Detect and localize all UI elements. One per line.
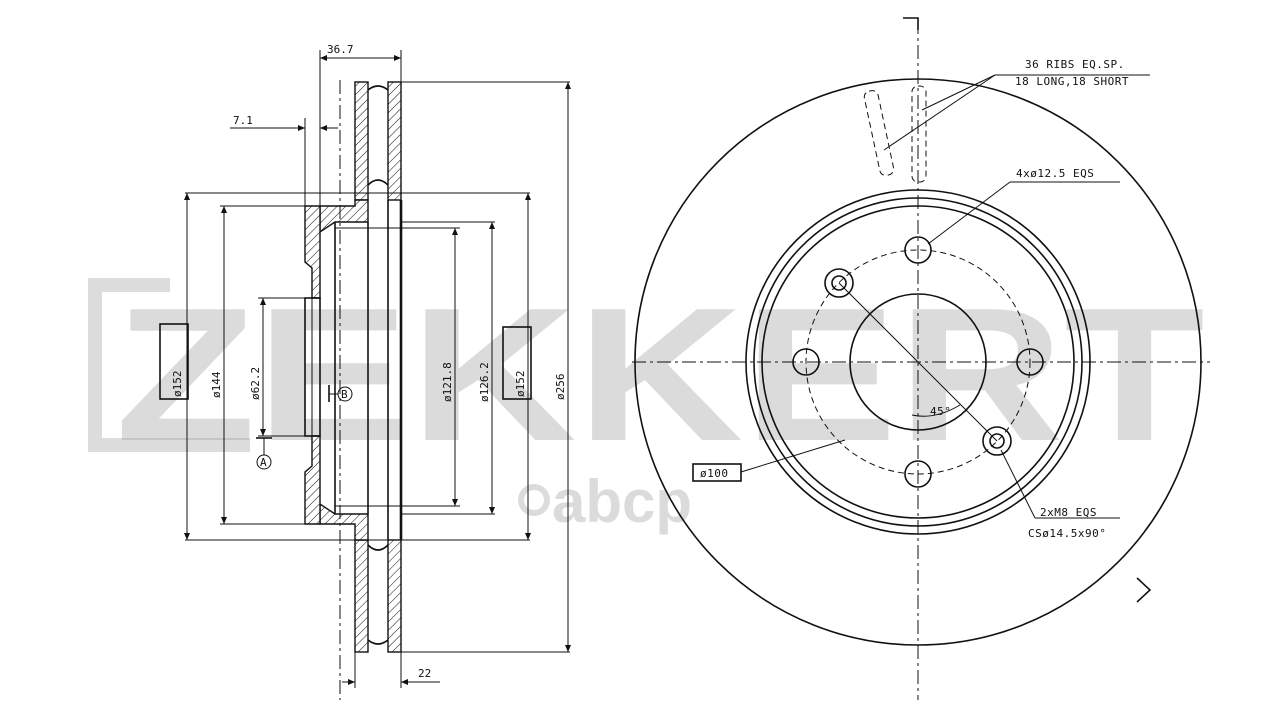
front-view: 45° 36 RIBS EQ.SP. 18 LONG,18 SHORT 4xø1… [632, 17, 1210, 700]
hat-inner-edge [761, 205, 1075, 519]
note-angle: 45° [930, 405, 951, 418]
section-vent-top [367, 85, 389, 186]
section-cut-marker-top [903, 17, 919, 30]
dim-d256: ø256 [554, 374, 567, 401]
section-vent-bottom [367, 544, 389, 645]
dim-d62-2: ø62.2 [249, 367, 262, 400]
watermark-site: abcp [552, 468, 692, 535]
angle-arc [911, 404, 961, 417]
dim-d126-2: ø126.2 [478, 362, 491, 402]
pcd-box [692, 463, 742, 482]
note-holes: 4xø12.5 EQS [1016, 167, 1094, 180]
watermark-brand: ZEKKERT [115, 269, 1205, 481]
leader-ribs-1 [921, 74, 996, 111]
watermark-site-mark [518, 484, 550, 516]
section-plate-outer-top [354, 81, 369, 201]
section-cut-marker-bottom [1136, 577, 1152, 603]
note-ribs-line2: 18 LONG,18 SHORT [1015, 75, 1129, 88]
leader-threads [1000, 449, 1036, 519]
dim-box-152-left [159, 323, 189, 400]
leader-holes [927, 181, 1011, 245]
dim-box-152-right [502, 326, 532, 400]
bolt-hole-left [792, 348, 820, 376]
section-view: 36.7 7.1 22 ø152 ø144 ø62.2 ø121.8 ø126.… [159, 43, 571, 700]
thread-hole-upper-left-outer [824, 268, 854, 298]
note-threads-line1: 2xM8 EQS [1040, 506, 1097, 519]
note-ribs-line1: 36 RIBS EQ.SP. [1025, 58, 1125, 71]
bolt-hole-right [1016, 348, 1044, 376]
dim-d144: ø144 [210, 371, 223, 398]
watermark: ZEKKERT abcp [88, 269, 1205, 535]
rib-short [863, 90, 895, 176]
dim-hat-offset: 7.1 [233, 114, 253, 127]
note-threads-line2: CSø14.5x90° [1028, 527, 1106, 540]
dim-d152-right: ø152 [514, 371, 527, 398]
rib-long [911, 85, 927, 183]
hat-outer-edge [753, 197, 1083, 527]
section-hat-bottom [319, 502, 369, 541]
angle-line-diagonal [838, 282, 998, 442]
disc-outer-edge [634, 78, 1202, 646]
datum-a-label: A [260, 456, 267, 469]
bolt-hole-top [904, 236, 932, 264]
dim-width-total: 36.7 [327, 43, 354, 56]
bolt-hole-bottom [904, 460, 932, 488]
section-hat-top [319, 199, 369, 234]
section-plate-outer-bottom [354, 539, 369, 653]
section-plate-inner-bottom [387, 539, 402, 653]
thread-hole-upper-left-inner [831, 275, 847, 291]
pcd-circle [805, 249, 1031, 475]
dim-d121-8: ø121.8 [441, 362, 454, 402]
thread-hole-lower-right-inner [989, 433, 1005, 449]
dim-thickness: 22 [418, 667, 431, 680]
datum-b-label: B [341, 388, 348, 401]
leader-ribs-2 [883, 74, 996, 151]
watermark-logo-frame [88, 278, 250, 452]
datum-a-circle [256, 454, 272, 470]
datum-b-circle [337, 386, 353, 402]
dim-d152-left: ø152 [171, 371, 184, 398]
thread-hole-lower-right-outer [982, 426, 1012, 456]
leader-pcd [740, 439, 846, 473]
section-plate-inner-top [387, 81, 402, 201]
center-bore [849, 293, 987, 431]
friction-inner-edge [745, 189, 1091, 535]
note-pcd: ø100 [700, 467, 729, 480]
